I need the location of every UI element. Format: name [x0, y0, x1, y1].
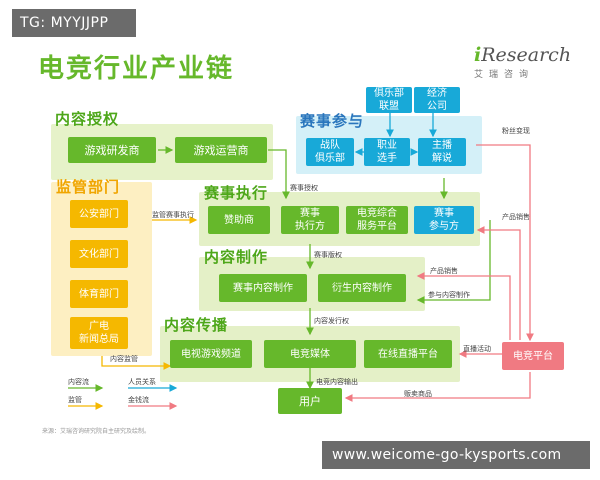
- label-join-content-production: 参与内容制作: [428, 291, 470, 299]
- node-live-streaming-platform: 在线直播平台: [364, 340, 452, 368]
- label-content-distribution-rights: 内容发行权: [314, 317, 349, 325]
- node-police-dept: 公安部门: [70, 200, 128, 228]
- legend-content-flow: 内容流: [68, 378, 89, 386]
- section-content-distribution: 内容传播: [164, 316, 229, 334]
- section-match-participants: 赛事参与: [300, 112, 365, 130]
- logo-brand: Research: [481, 44, 572, 66]
- legend-supervision: 监管: [68, 396, 82, 404]
- node-streamer: 主播 解说: [418, 138, 466, 166]
- node-event-participant: 赛事 参与方: [414, 206, 474, 234]
- node-event-executor: 赛事 执行方: [281, 206, 339, 234]
- node-team-club: 战队 俱乐部: [306, 138, 354, 166]
- node-game-developer: 游戏研发商: [68, 137, 156, 163]
- label-fan-monetization: 粉丝变现: [502, 127, 530, 135]
- label-content-supervision: 内容监管: [110, 355, 138, 363]
- section-supervision: 监管部门: [56, 178, 121, 196]
- logo-prefix: i: [474, 44, 482, 66]
- legend-money-flow: 金钱流: [128, 396, 149, 404]
- node-culture-dept: 文化部门: [70, 240, 128, 268]
- node-esports-media: 电竞媒体: [264, 340, 356, 368]
- legend-people-relation: 人员关系: [128, 378, 156, 386]
- node-club-union: 俱乐部 联盟: [366, 87, 412, 113]
- corner-tag: TG: MYYJJPP: [12, 9, 136, 37]
- node-broadcast-admin: 广电 新闻总局: [70, 317, 128, 349]
- section-content-license: 内容授权: [55, 110, 120, 128]
- node-pro-player: 职业 选手: [364, 138, 410, 166]
- source-note: 来源：艾瑞咨询研究院自主研究及绘制。: [42, 428, 151, 435]
- label-product-sales-2: 产品销售: [430, 267, 458, 275]
- label-esports-content-output: 电竞内容输出: [316, 378, 358, 386]
- node-esports-platform: 电竞平台: [502, 342, 564, 370]
- node-sports-dept: 体育部门: [70, 280, 128, 308]
- node-event-content-production: 赛事内容制作: [219, 274, 307, 302]
- page-title: 电竞行业产业链: [38, 54, 235, 84]
- logo-subtitle: 艾瑞咨询: [474, 70, 535, 80]
- node-sponsor: 赞助商: [208, 206, 270, 234]
- section-event-execution: 赛事执行: [204, 184, 269, 202]
- label-live-activity: 直播活动: [463, 345, 491, 353]
- label-event-copyright: 赛事版权: [314, 251, 342, 259]
- label-supervise-event-execution: 监管赛事执行: [152, 211, 194, 219]
- node-game-operator: 游戏运营商: [175, 137, 267, 163]
- section-content-production: 内容制作: [204, 248, 269, 266]
- node-agency: 经济 公司: [414, 87, 460, 113]
- label-product-sales-1: 产品销售: [502, 213, 530, 221]
- node-tv-game-channel: 电视游戏频道: [170, 340, 252, 368]
- label-event-license: 赛事授权: [290, 184, 318, 192]
- watermark-url: www.weicome-go-kysports.com: [322, 441, 590, 469]
- node-user: 用户: [278, 388, 342, 414]
- iresearch-logo: iResearch 艾瑞咨询: [474, 44, 574, 80]
- label-sell-goods: 贩卖商品: [404, 390, 432, 398]
- node-derivative-content-production: 衍生内容制作: [318, 274, 406, 302]
- node-esports-service-platform: 电竞综合 服务平台: [346, 206, 408, 234]
